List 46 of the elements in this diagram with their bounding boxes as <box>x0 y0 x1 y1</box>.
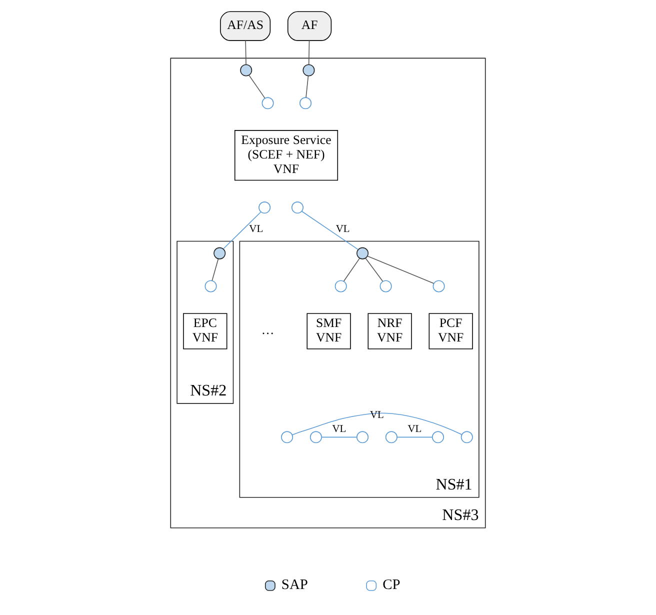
connector <box>306 76 309 98</box>
node-circle <box>432 431 444 444</box>
node-circle <box>334 280 347 292</box>
connector <box>308 40 310 65</box>
edge-label: VL <box>370 410 384 422</box>
connector <box>321 436 358 438</box>
node-circle <box>300 97 312 110</box>
node-box: AF/AS <box>220 11 271 41</box>
connector <box>367 256 434 284</box>
connector <box>301 210 359 250</box>
node-box: PCF VNF <box>428 313 473 350</box>
node-circle <box>262 97 274 110</box>
edge-label: VL <box>336 224 350 235</box>
legend-label: SAP <box>281 577 308 594</box>
node-circle <box>240 64 252 76</box>
edge-label: VL <box>249 224 264 235</box>
connector <box>343 258 360 282</box>
connector <box>223 212 262 250</box>
label: … <box>261 323 274 338</box>
connector <box>245 40 246 65</box>
node-box: Exposure Service (SCEF + NEF) VNF <box>234 130 338 181</box>
node-box: SMF VNF <box>306 313 351 350</box>
node-circle <box>214 247 226 260</box>
edge-label: VL <box>408 424 422 435</box>
node-circle <box>204 280 217 292</box>
connector <box>248 74 266 99</box>
connector <box>365 258 384 282</box>
legend-label: CP <box>382 577 400 594</box>
node-circle <box>356 431 369 444</box>
node-box: NRF VNF <box>368 313 412 350</box>
node-circle <box>302 64 315 76</box>
node-box: EPC VNF <box>183 313 228 350</box>
connector <box>396 436 433 438</box>
node-circle <box>380 280 392 292</box>
node-circle <box>432 280 445 292</box>
node-circle <box>356 247 369 260</box>
node-circle <box>291 202 304 214</box>
node-circle <box>460 431 473 444</box>
node-circle <box>310 431 322 444</box>
node-circle <box>385 431 398 444</box>
connector <box>212 258 219 282</box>
edge-label: VL <box>332 424 346 435</box>
connector <box>292 412 462 436</box>
node-circle <box>258 202 271 214</box>
node-box: AF <box>287 11 332 41</box>
node-circle <box>281 431 294 444</box>
